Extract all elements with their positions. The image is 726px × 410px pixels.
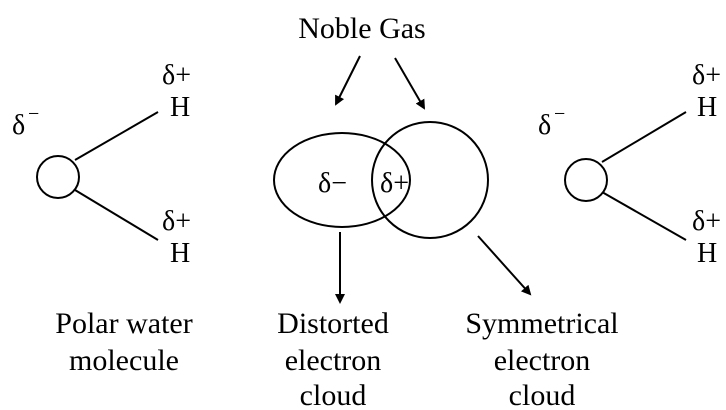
left-caption-line2: molecule [69, 344, 179, 377]
distorted-caption-line2: electron [285, 344, 382, 377]
left-oxygen-atom [37, 156, 79, 198]
left-delta-minus-symbol: δ [12, 110, 25, 141]
symmetric-caption-line1: Symmetrical [465, 307, 618, 340]
arrow-to-distorted-cloud [336, 56, 360, 104]
symmetric-cloud-charge: δ+ [380, 168, 409, 199]
left-bottom-charge: δ+ [162, 206, 191, 237]
right-oxygen-atom [565, 159, 607, 201]
symmetric-caption-line3: cloud [509, 379, 576, 410]
left-top-bond [75, 112, 158, 160]
symmetric-caption: Symmetrical electron cloud [465, 307, 618, 410]
left-top-hydrogen: H [170, 92, 190, 123]
left-delta-minus-sup: − [28, 103, 39, 125]
arrow-to-symmetric-cloud [395, 58, 424, 108]
distorted-caption-line1: Distorted [277, 307, 389, 340]
noble-gas-clouds: δ− δ+ [274, 122, 488, 238]
right-water-molecule: δ − δ+ H δ+ H [538, 60, 721, 269]
left-water-molecule: δ − δ+ H δ+ H [12, 60, 191, 269]
right-bottom-bond [602, 192, 686, 240]
left-caption: Polar water molecule [55, 307, 192, 377]
right-bottom-hydrogen: H [697, 238, 717, 269]
arrow-to-symmetric-label [478, 236, 530, 294]
title-noble-gas: Noble Gas [298, 12, 425, 45]
right-delta-minus-sup: − [554, 103, 565, 125]
left-caption-line1: Polar water [55, 307, 192, 340]
right-top-bond [602, 112, 686, 162]
distorted-cloud-charge: δ− [318, 168, 347, 199]
left-bottom-hydrogen: H [170, 238, 190, 269]
right-top-hydrogen: H [697, 92, 717, 123]
right-delta-minus-symbol: δ [538, 110, 551, 141]
right-top-charge: δ+ [692, 60, 721, 91]
left-bottom-bond [75, 190, 158, 240]
distorted-caption-line3: cloud [300, 379, 367, 410]
right-bottom-charge: δ+ [692, 206, 721, 237]
distorted-caption: Distorted electron cloud [277, 307, 389, 410]
left-top-charge: δ+ [162, 60, 191, 91]
symmetric-caption-line2: electron [494, 344, 591, 377]
